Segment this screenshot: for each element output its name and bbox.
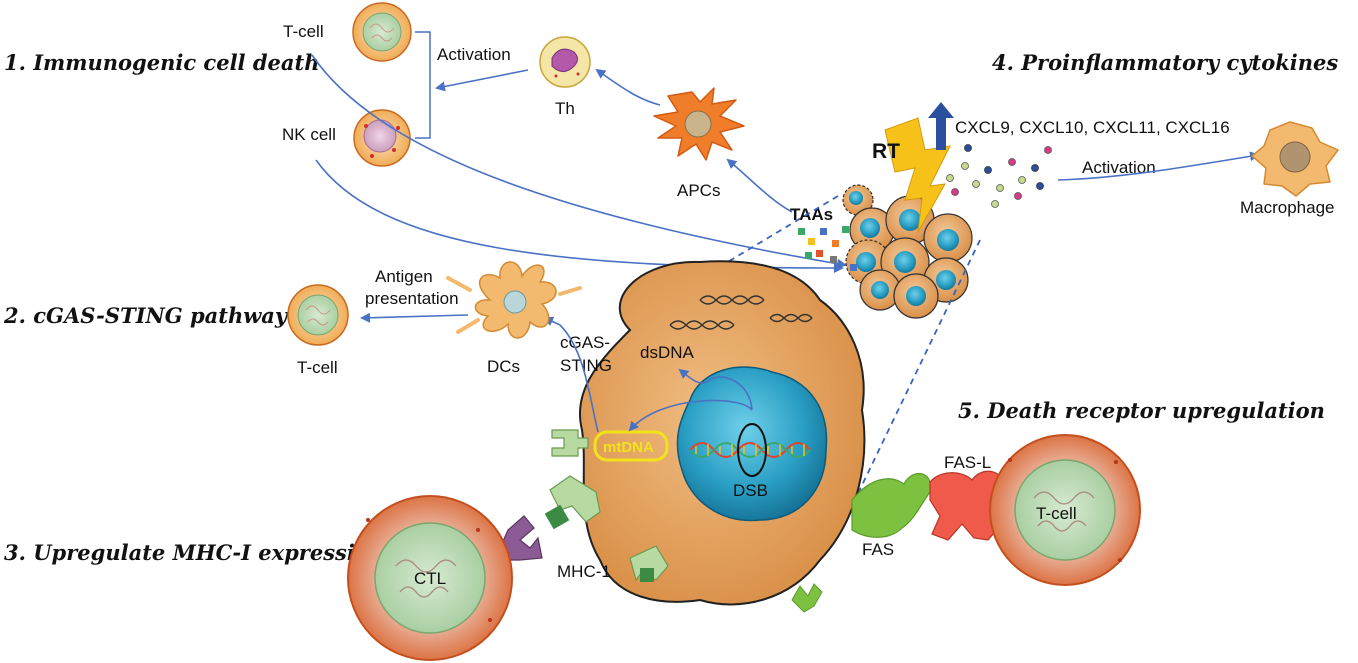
t-cell-bottom-icon [989, 434, 1141, 586]
macrophage-icon [1251, 121, 1339, 197]
label-antigen-line1: Antigen [375, 267, 433, 286]
label-activation-right: Activation [1082, 158, 1156, 177]
upregulation-arrow-icon [928, 102, 954, 150]
tcr-receptor-icon [499, 515, 543, 561]
heading-proinflammatory-cytokines: 4. Proinflammatory cytokines [992, 50, 1338, 75]
t-cell-top-icon [352, 2, 412, 62]
label-mtdna: mtDNA [603, 439, 654, 456]
label-cgas-line2: STING [560, 356, 612, 375]
dsb-highlight-ring [737, 423, 767, 477]
label-dsdna: dsDNA [640, 343, 695, 362]
label-fas: FAS [862, 540, 894, 559]
heading-cgas-sting: 2. cGAS-STING pathway [3, 303, 289, 328]
dna-strand-icon [689, 442, 811, 458]
taa-particles [798, 226, 857, 271]
cytokine-dots [946, 144, 1052, 208]
mhc-receptor-icon-2 [544, 475, 601, 530]
label-mhc1: MHC-1 [557, 562, 611, 581]
apc-cell-icon [653, 87, 745, 161]
label-nk-cell: NK cell [282, 125, 336, 144]
label-th: Th [555, 99, 575, 118]
label-rt: RT [872, 140, 900, 163]
mhc-receptor-icon-1 [551, 429, 589, 457]
label-taas: TAAs [790, 205, 833, 224]
label-ctl: CTL [414, 569, 446, 588]
ctl-cell-icon [347, 495, 513, 661]
arrow-th-to-lymphocytes [435, 69, 529, 92]
heading-immunogenic-cell-death: 1. Immunogenic cell death [4, 50, 319, 75]
arrow-nucleus-to-mtdna [628, 399, 753, 432]
arrow-taas-to-apcs [726, 158, 793, 213]
radiation-lightning-icon [884, 117, 951, 233]
label-t-cell-bottom: T-cell [1036, 504, 1077, 523]
zoom-line-right [851, 239, 981, 507]
fasl-ligand-icon [929, 470, 1005, 541]
label-cytokine-list: CXCL9, CXCL10, CXCL11, CXCL16 [955, 118, 1230, 137]
label-apcs: APCs [677, 181, 720, 200]
arrow-dcs-to-tcell [360, 312, 469, 323]
arrow-cgas-to-dcs [543, 316, 599, 433]
label-macrophage: Macrophage [1240, 198, 1335, 217]
t-cell-mid-icon [287, 284, 349, 346]
tumor-cluster-icon [842, 184, 973, 319]
label-t-cell-top: T-cell [283, 22, 324, 41]
label-antigen-line2: presentation [365, 289, 459, 308]
arrow-nucleus-to-dsdna [678, 368, 753, 411]
label-cgas-line1: cGAS- [560, 333, 610, 352]
dc-cell-icon [446, 261, 582, 339]
dsdna-helix-icon [669, 295, 813, 330]
arrow-nk-to-tumor [315, 159, 844, 273]
mhc-receptor-icon-3 [629, 545, 669, 582]
label-dcs: DCs [487, 357, 520, 376]
label-dsb: DSB [733, 481, 768, 500]
arrow-tcell-to-tumor [311, 54, 847, 269]
mtdna-box [593, 430, 669, 462]
activation-bracket [415, 31, 431, 139]
arrow-apcs-to-th [595, 68, 661, 106]
fas-receptor-icon-lower [791, 583, 823, 613]
heading-mhc-expression: 3. Upregulate MHC-I expression [4, 540, 384, 565]
label-fas-l: FAS-L [944, 453, 991, 472]
arrow-cytokines-to-macrophage [1057, 151, 1260, 181]
label-activation-left: Activation [437, 45, 511, 64]
label-t-cell-mid: T-cell [297, 358, 338, 377]
th-cell-icon [539, 36, 591, 88]
nk-cell-icon [353, 109, 411, 167]
heading-death-receptor: 5. Death receptor upregulation [958, 398, 1325, 423]
